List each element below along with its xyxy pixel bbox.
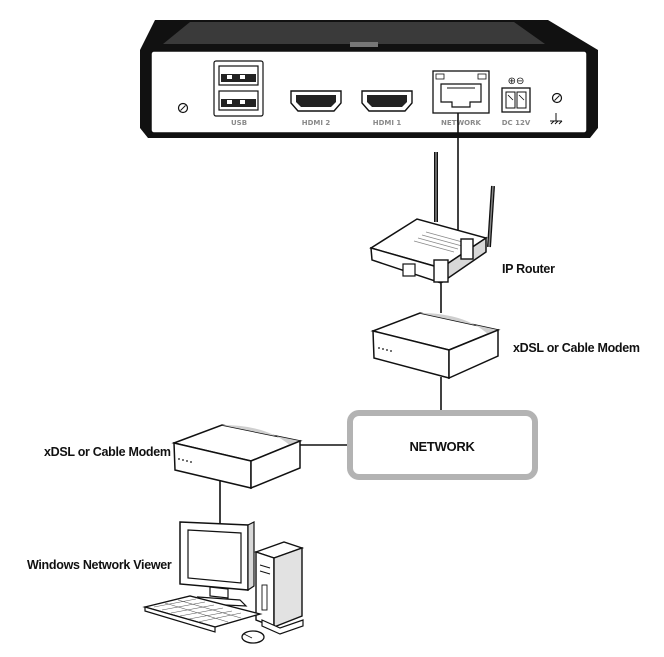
ground-icon xyxy=(550,113,563,125)
network-port-label: NETWORK xyxy=(441,119,481,127)
hdmi2-port-label: HDMI 2 xyxy=(302,119,331,127)
recorder-device: USB HDMI 2 HDMI 1 NETWORK ⊕⊖ xyxy=(140,20,598,138)
screw-icon xyxy=(551,92,563,104)
screw-icon xyxy=(177,102,189,114)
modem-right-label: xDSL or Cable Modem xyxy=(513,341,640,355)
router-label: IP Router xyxy=(502,262,555,276)
hdmi1-port-label: HDMI 1 xyxy=(373,119,402,127)
network-port xyxy=(432,70,490,114)
usb-port-label: USB xyxy=(231,119,247,127)
viewer-label: Windows Network Viewer xyxy=(27,558,172,572)
hdmi2-port xyxy=(290,90,342,112)
modem-left-label: xDSL or Cable Modem xyxy=(44,445,171,459)
network-label: NETWORK xyxy=(409,439,475,454)
network-box xyxy=(347,410,538,480)
hdmi1-port xyxy=(361,90,413,112)
usb-port xyxy=(213,60,264,117)
router-icon xyxy=(369,152,495,285)
modem-right-icon xyxy=(370,312,501,380)
dc-port-label: DC 12V xyxy=(502,119,531,127)
connection-lines xyxy=(219,113,459,533)
dc-power-terminal: ⊕⊖ xyxy=(501,76,531,113)
plus-minus-icon: ⊕⊖ xyxy=(508,76,525,87)
modem-left-icon xyxy=(171,424,303,490)
pc-icon xyxy=(142,521,305,644)
